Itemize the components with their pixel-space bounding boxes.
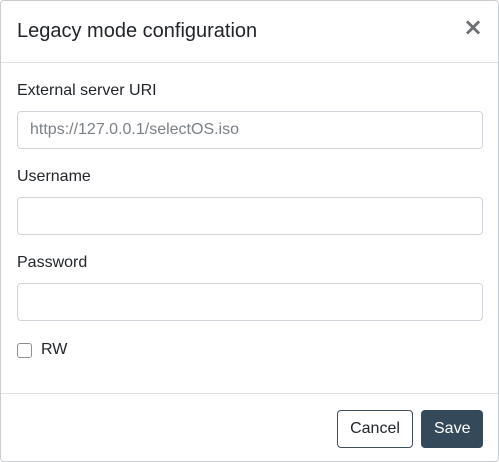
cancel-button[interactable]: Cancel — [337, 410, 413, 448]
save-button[interactable]: Save — [421, 410, 483, 448]
uri-label: External server URI — [17, 82, 157, 99]
close-button[interactable]: × — [462, 15, 484, 39]
rw-label[interactable]: RW — [41, 341, 68, 358]
rw-checkbox[interactable] — [17, 342, 32, 358]
dialog-header: Legacy mode configuration × — [1, 1, 498, 63]
rw-option: RW — [17, 340, 67, 360]
dialog-body: External server URI Username Password RW — [1, 63, 498, 393]
username-input[interactable] — [17, 197, 483, 235]
dialog-title: Legacy mode configuration — [17, 20, 258, 42]
password-input[interactable] — [17, 283, 483, 321]
uri-input[interactable] — [17, 111, 483, 149]
dialog-footer: Cancel Save — [1, 393, 498, 462]
close-icon: × — [462, 13, 484, 41]
username-label: Username — [17, 168, 91, 185]
password-label: Password — [17, 254, 88, 271]
